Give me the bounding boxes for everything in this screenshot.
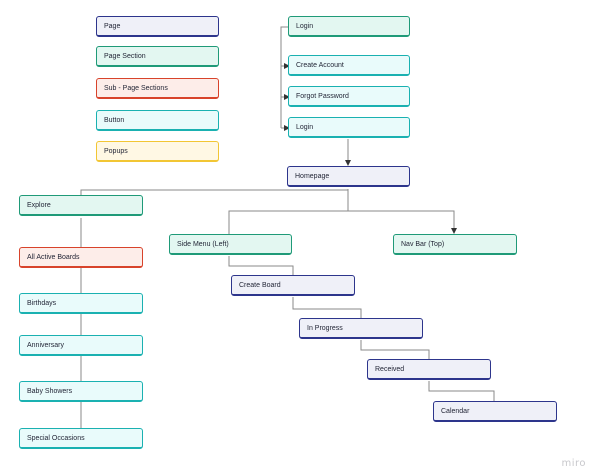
node-forgot-password: Forgot Password (288, 86, 410, 107)
node-nav-bar: Nav Bar (Top) (393, 234, 517, 255)
connector-login-bracket (280, 26, 289, 128)
node-side-menu: Side Menu (Left) (169, 234, 292, 255)
node-create-board: Create Board (231, 275, 355, 296)
node-all-active-boards: All Active Boards (19, 247, 143, 268)
connector-homepage-explore (80, 189, 349, 196)
connector-create-inprogress (292, 297, 362, 319)
node-baby-showers: Baby Showers (19, 381, 143, 402)
node-special-occasions: Special Occasions (19, 428, 143, 449)
legend-popups: Popups (96, 141, 219, 162)
miro-watermark: miro (561, 458, 586, 469)
node-anniversary: Anniversary (19, 335, 143, 356)
node-in-progress: In Progress (299, 318, 423, 339)
node-login-bottom: Login (288, 117, 410, 138)
connector-homepage-navbar (348, 210, 457, 234)
node-login-top: Login (288, 16, 410, 37)
legend-button: Button (96, 110, 219, 131)
node-create-account: Create Account (288, 55, 410, 76)
legend-page: Page (96, 16, 219, 37)
legend-sub-page-sections: Sub - Page Sections (96, 78, 219, 99)
legend-page-section: Page Section (96, 46, 219, 67)
node-received: Received (367, 359, 491, 380)
node-explore: Explore (19, 195, 143, 216)
node-birthdays: Birthdays (19, 293, 143, 314)
connector-homepage-split (228, 190, 349, 235)
connector-received-calendar (428, 381, 495, 402)
connector-inprogress-received (360, 340, 430, 360)
node-homepage: Homepage (287, 166, 410, 187)
node-calendar: Calendar (433, 401, 557, 422)
connector-side-create (228, 256, 294, 276)
